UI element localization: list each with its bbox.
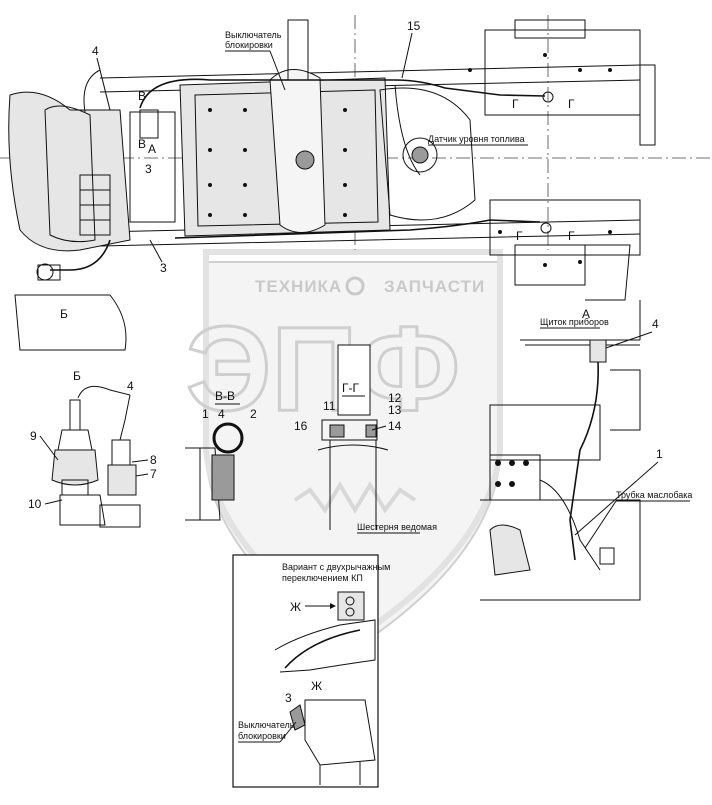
callout-1-vv: 1 <box>202 407 209 421</box>
view-a-title: А <box>582 307 590 321</box>
callout-7: 7 <box>150 467 157 481</box>
view-marker-g-2: Г <box>568 97 575 111</box>
top-labels: Выключатель блокировки Датчик уровня топ… <box>60 19 575 321</box>
callout-9: 9 <box>30 429 37 443</box>
view-vv-detail: В-В 1 4 2 <box>185 389 257 521</box>
watermark-right-word: ЗАПЧАСТИ <box>384 277 485 296</box>
callout-11: 11 <box>323 399 336 413</box>
callout-4-left: 4 <box>127 379 134 393</box>
label-switch-blocking-bottom-1: Выключатель <box>238 720 295 730</box>
view-marker-v-top: В <box>138 89 146 103</box>
callout-3-bottom: 3 <box>160 261 167 275</box>
label-switch-blocking-top-1: Выключатель <box>225 30 282 40</box>
callout-3-zh: 3 <box>285 691 292 705</box>
view-vv-title: В-В <box>215 389 235 403</box>
callout-8: 8 <box>150 453 157 467</box>
callout-12: 12 <box>388 391 402 405</box>
view-marker-g-1: Г <box>512 97 519 111</box>
label-switch-blocking-bottom-2: блокировки <box>238 731 286 741</box>
label-driven-gear: Шестерня ведомая <box>357 522 437 532</box>
label-variant-2: переключением КП <box>282 573 363 583</box>
view-zh-title: Ж <box>311 679 322 693</box>
watermark: ТЕХНИКА ЗАПЧАСТИ ЭПФ <box>185 249 503 652</box>
callout-3-top: 3 <box>145 162 152 176</box>
watermark-left-word: ТЕХНИКА <box>255 277 342 296</box>
frame-plan-view <box>0 15 712 351</box>
view-zh-arrow: Ж <box>290 600 301 614</box>
label-oil-tube: Трубка маслобака <box>616 490 692 500</box>
view-marker-v-bottom: В <box>138 137 146 151</box>
callout-16: 16 <box>294 419 308 433</box>
label-fuel-sensor: Датчик уровня топлива <box>428 134 525 144</box>
callout-13: 13 <box>388 403 402 417</box>
view-marker-a-top: А <box>148 142 156 156</box>
callout-4-top: 4 <box>92 44 99 58</box>
view-b-detail: Б 4 9 8 7 10 <box>28 369 157 528</box>
view-gg-title: Г-Г <box>342 381 359 395</box>
callout-2-vv: 2 <box>250 407 257 421</box>
callout-4-right: 4 <box>652 317 659 331</box>
callout-15: 15 <box>407 19 421 33</box>
gear-icon <box>345 276 365 296</box>
variant-inset: Вариант с двухрычажным переключением КП … <box>232 554 390 788</box>
callout-4-vv: 4 <box>218 407 225 421</box>
label-switch-blocking-top-2: блокировки <box>225 40 273 50</box>
view-gg-detail: Г-Г 11 16 12 13 14 Шестерня ведомая <box>294 344 437 534</box>
watermark-letters: ЭПФ <box>186 302 460 436</box>
view-marker-g-3: Г <box>516 229 523 243</box>
view-marker-b-arrow: Б <box>60 307 68 321</box>
callout-14: 14 <box>388 419 402 433</box>
view-marker-g-4: Г <box>568 229 575 243</box>
label-instrument-panel: Щиток приборов <box>540 317 609 327</box>
callout-1-right: 1 <box>656 447 663 461</box>
view-b-title: Б <box>73 369 81 383</box>
callout-10: 10 <box>28 497 42 511</box>
view-a-detail: А Щиток приборов 4 1 Трубка маслобака <box>480 300 692 601</box>
label-variant-1: Вариант с двухрычажным <box>282 562 390 572</box>
